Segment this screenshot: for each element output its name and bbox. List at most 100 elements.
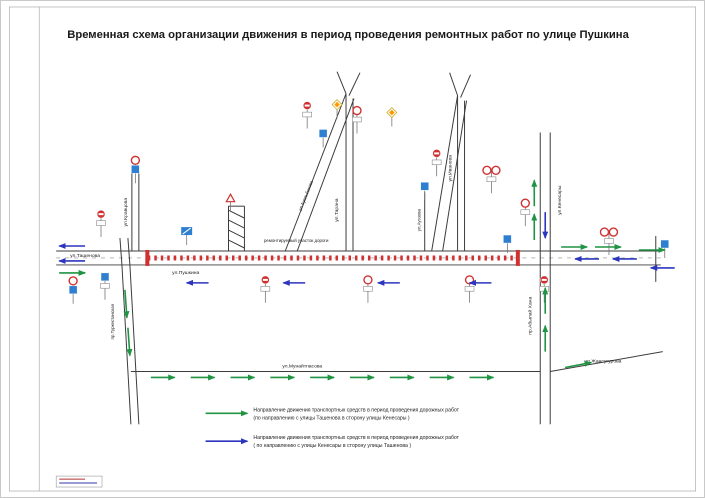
street-label-pushkina: ул.Пушкина <box>172 270 199 276</box>
ban2-sign-icon <box>599 227 610 237</box>
traffic-sign-group <box>539 275 550 303</box>
road-fork <box>348 72 361 96</box>
noentry-sign-icon <box>262 278 268 281</box>
street-labels: ул.Ташенова ул.Кравцова ул.Пушкина ул.Ау… <box>70 155 622 370</box>
ban-sign-icon <box>520 198 530 208</box>
bluesq-sign-icon <box>420 182 429 191</box>
page-title: Временная схема организации движения в п… <box>67 29 629 41</box>
traffic-sign-group <box>130 155 141 184</box>
ban-sign-icon <box>68 276 78 286</box>
traffic-sign-group <box>420 182 429 201</box>
plate-sign-icon <box>352 116 362 123</box>
traffic-sign-group <box>225 192 236 213</box>
sheet-frame <box>8 6 697 492</box>
street-label-kenesary: ул.Кенесары <box>557 185 563 215</box>
traffic-sign-group <box>181 227 193 246</box>
road-ivanova-diagonal <box>442 100 468 252</box>
road-auelbekova <box>296 98 355 252</box>
pedestrian-fence <box>228 205 245 251</box>
traffic-sign-group <box>352 105 362 134</box>
legend-green-line1: Направление движения транспортных средст… <box>253 407 459 413</box>
traffic-sign-group <box>260 275 271 303</box>
road-fork <box>460 74 471 98</box>
street-label-tashenova: ул.Ташенова <box>70 253 100 259</box>
street-label-zhansugurova: ул.Жансугурова <box>585 359 622 365</box>
plate-sign-icon <box>486 176 497 182</box>
plate-sign-icon <box>464 286 475 292</box>
plate-sign-icon <box>604 238 614 244</box>
flow-arrow-green <box>564 360 593 369</box>
bluesq-sign-icon <box>660 239 669 249</box>
warn-sign-icon <box>225 192 236 203</box>
plate-sign-icon <box>100 283 110 289</box>
plate-sign-icon <box>260 286 271 292</box>
traffic-sign-group <box>68 276 78 304</box>
noentry-sign-icon <box>98 213 104 216</box>
street-label-turkestanskaya: пр.Туркестанская <box>110 303 115 339</box>
street-label-auelbekova: ул.Ауельбекова <box>297 179 314 211</box>
traffic-sign-group <box>431 149 442 177</box>
bluesq-sign-icon <box>503 234 512 244</box>
road-auelbekova <box>284 93 347 252</box>
traffic-sign-group <box>318 129 328 148</box>
traffic-sign-group <box>599 227 619 255</box>
ban-sign-icon <box>130 155 141 166</box>
street-label-auezova: ул.Ауэзова <box>417 208 422 231</box>
traffic-sign-group <box>464 275 475 303</box>
legend-blue-line2: ( по направлению с улицы Кенесары в стор… <box>253 443 411 449</box>
traffic-sign-group <box>386 107 398 127</box>
plate-sign-icon <box>520 209 531 215</box>
legend: Направление движения транспортных средст… <box>253 407 459 449</box>
repair-zone <box>145 249 520 266</box>
noentry-sign-icon <box>304 104 310 107</box>
bluesq-sign-icon <box>68 285 78 295</box>
ban-sign-icon <box>363 275 373 285</box>
noentry-sign-icon <box>541 278 547 281</box>
ban2-sign-icon <box>482 165 492 175</box>
street-label-kravtsova: ул.Кравцова <box>123 198 129 227</box>
traffic-flow-arrows <box>58 179 675 445</box>
plate-sign-icon <box>302 111 312 118</box>
repair-section-label: ремонтируемый участок дороги <box>264 238 329 243</box>
street-label-ivanova: ул.Иванова <box>448 155 454 182</box>
road-zhansugurova <box>550 351 663 372</box>
traffic-sign-group <box>96 209 106 238</box>
ban-sign-icon <box>352 105 362 116</box>
traffic-sign-group <box>503 234 512 253</box>
road-fork <box>336 71 347 94</box>
noentry-sign-icon <box>434 152 440 155</box>
info-sign-icon <box>182 227 191 235</box>
stamp-box <box>55 475 103 488</box>
traffic-signs <box>68 99 669 304</box>
traffic-sign-group <box>482 165 501 194</box>
road-fork <box>449 72 459 96</box>
traffic-sign-group <box>660 239 669 258</box>
legend-blue-line1: Направление движения транспортных средст… <box>253 435 459 441</box>
plate-sign-icon <box>539 286 550 292</box>
traffic-sign-group <box>331 99 343 119</box>
bluesq-sign-icon <box>131 165 140 174</box>
street-label-tarana: ул.Тарана <box>334 198 340 222</box>
plate-sign-icon <box>363 286 373 292</box>
diamond-sign-icon <box>334 101 340 108</box>
traffic-sign-group <box>520 198 531 227</box>
diamond-sign-icon <box>389 109 395 116</box>
road-network <box>56 71 663 425</box>
bluesq-sign-icon <box>100 272 110 282</box>
plate-sign-icon <box>431 159 442 166</box>
legend-green-line2: (по направлению с улицы Ташенова в сторо… <box>253 415 410 421</box>
bluesq-sign-icon <box>318 129 328 138</box>
traffic-sign-group <box>100 272 110 300</box>
ban2-sign-icon <box>608 227 619 237</box>
road-ivanova-diagonal <box>431 95 459 252</box>
road-west-vertical <box>119 238 132 425</box>
traffic-sign-group <box>363 275 373 303</box>
street-label-abylai-khan: пр.Абылай Хана <box>526 297 533 335</box>
street-label-munaitpasova: ул.Мунайтпасова <box>282 363 322 370</box>
ban2-sign-icon <box>491 165 501 175</box>
flow-arrow-green <box>126 327 133 357</box>
road-barrier-icon <box>145 249 150 266</box>
road-barrier-icon <box>515 249 520 266</box>
